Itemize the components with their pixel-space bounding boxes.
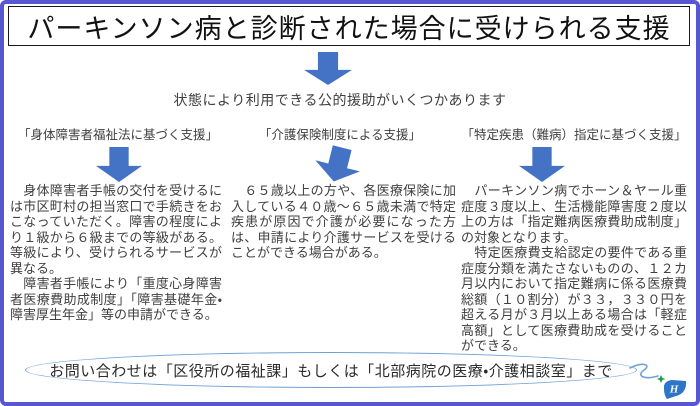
column-heading-kaigo: 「介護保険制度による支援」 (258, 128, 422, 142)
contact-callout: お問い合わせは「区役所の福祉課」もしくは「北部病院の医療・介護相談室」まで (25, 352, 637, 388)
title-box: パーキンソン病と診断された場合に受けられる支援 (8, 6, 690, 46)
column-body-nanbyo: パーキンソン病でホーン＆ヤール重症度３度以上、生活機能障害度２度以上の方は「指定… (461, 183, 687, 353)
green-sparkle-icon (656, 375, 666, 383)
column-body-kaigo: ６５歳以上の方や、各医療保険に加入している４０歳～６５歳未満で特定疾患が原因で介… (231, 183, 456, 260)
hospital-bird-logo-icon: H (656, 375, 687, 399)
down-arrow-icon (519, 147, 565, 182)
logo-letter: H (669, 384, 679, 396)
callout-squiggle-tail (629, 363, 659, 379)
page-title: パーキンソン病と診断された場合に受けられる支援 (27, 13, 671, 44)
column-heading-fukushi: 「身体障害者福祉法に基づく支援」 (17, 128, 218, 142)
column-heading-nanbyo: 「特定疾患（難病）指定に基づく支援」 (461, 128, 687, 142)
contact-text: お問い合わせは「区役所の福祉課」もしくは「北部病院の医療・介護相談室」まで (49, 362, 613, 380)
column-body-fukushi: 身体障害者手帳の交付を受けるには市区町村の担当窓口で手続きをおこなっていただく。… (10, 183, 222, 322)
bird-shape (663, 380, 687, 399)
down-arrow-icon (304, 52, 352, 85)
down-arrow-icon (96, 147, 142, 182)
down-arrow-icon (311, 142, 364, 187)
subtitle-text: 状態により利用できる公的援助がいくつかあります (173, 92, 507, 108)
